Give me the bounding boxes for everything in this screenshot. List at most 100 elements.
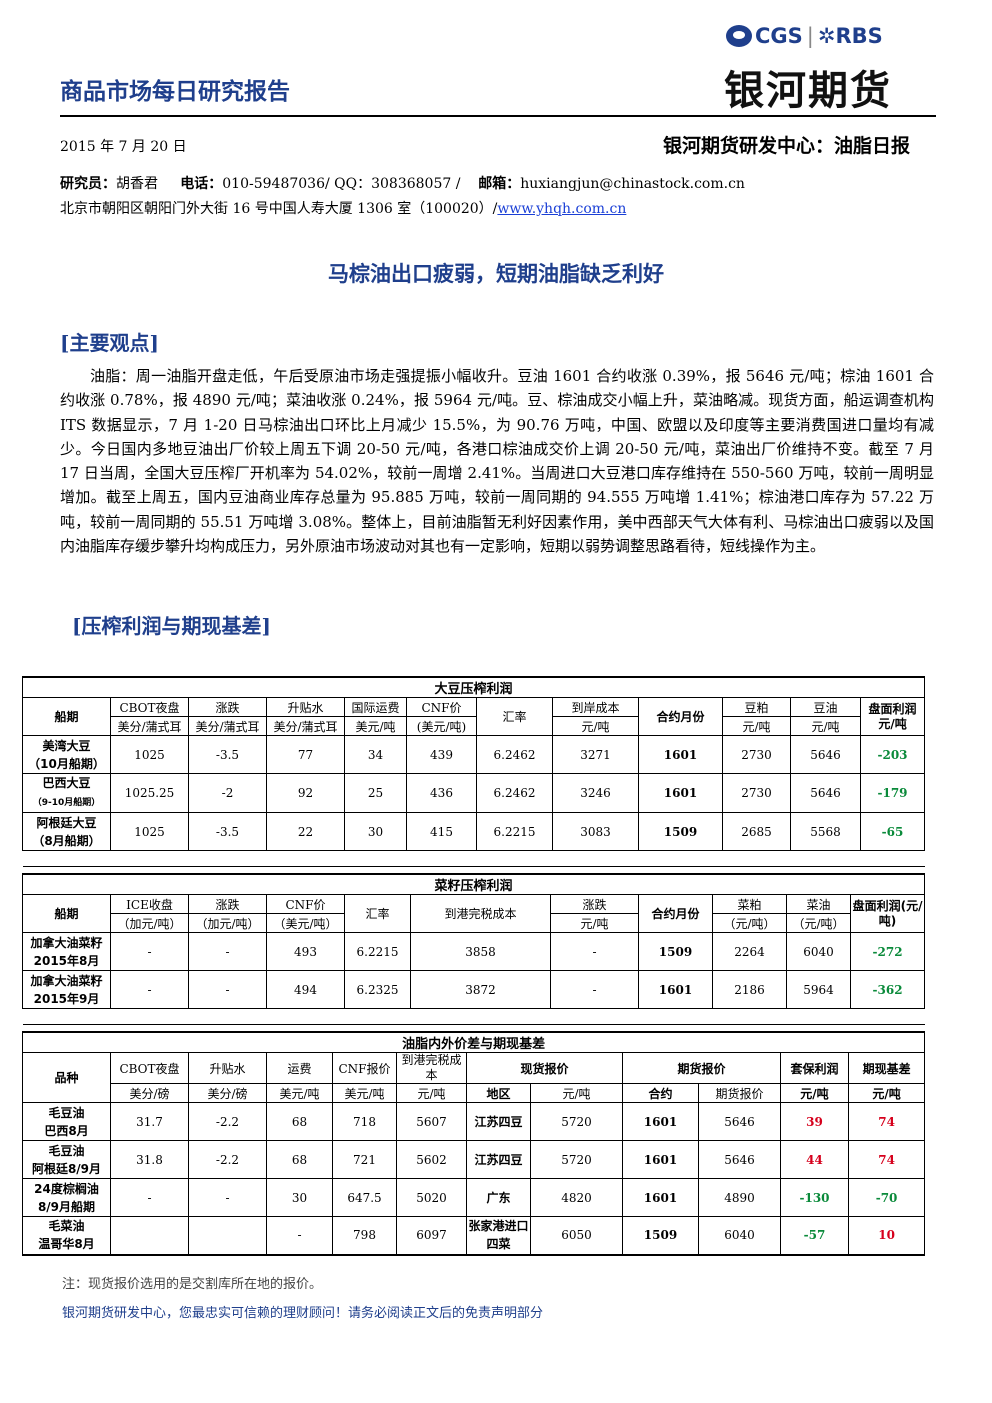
col-header: 涨跌 <box>188 697 267 717</box>
cell: 4820 <box>530 1178 623 1217</box>
rbs-star-icon: ✲ <box>817 24 836 48</box>
unit-cell: 美元/吨 <box>332 1083 397 1103</box>
unit-cell: 元/吨 <box>780 1083 849 1103</box>
cell: 5568 <box>790 812 861 851</box>
profit-cell: -179 <box>859 773 926 813</box>
cell: 1025 <box>110 735 189 774</box>
email-label: 邮箱： <box>478 176 521 192</box>
table-row: 毛豆油巴西8月 31.7 -2.2 68 718 5607 江苏四豆 5720 … <box>22 1102 926 1141</box>
basis-cell: 74 <box>847 1102 926 1141</box>
hedge-profit-cell: 44 <box>780 1140 849 1179</box>
col-header: 到岸成本 <box>552 697 639 717</box>
table-spacer <box>22 850 925 867</box>
phone-label: 电话： <box>180 176 223 192</box>
profit-cell: -65 <box>859 812 926 851</box>
cell: - <box>188 932 267 971</box>
col-header: 汇率 <box>476 697 553 736</box>
col-header-ship: 船期 <box>22 697 111 736</box>
unit-cell: 元/吨 <box>552 716 639 736</box>
cell: 493 <box>266 932 345 971</box>
col-header: 到港完税成本 <box>410 894 551 933</box>
cell: 30 <box>266 1178 333 1217</box>
header-divider <box>60 115 936 117</box>
region-cell: 广东 <box>466 1178 531 1217</box>
cell: 1509 <box>622 1216 699 1256</box>
unit-cell: 美分/蒲式耳 <box>266 716 345 736</box>
cell: 6097 <box>396 1216 467 1256</box>
unit-cell: 美元/吨 <box>266 1083 333 1103</box>
cell: 6.2215 <box>344 932 411 971</box>
cell: - <box>550 970 639 1009</box>
row-label: 美湾大豆（10月船期） <box>22 735 111 774</box>
cell: 1601 <box>622 1140 699 1179</box>
unit-cell: (美元/吨) <box>406 716 477 736</box>
cell: 2730 <box>722 773 791 813</box>
website-link[interactable]: www.yhqh.com.cn <box>497 201 627 217</box>
cell: -2 <box>188 773 267 813</box>
cell: 31.8 <box>110 1140 189 1179</box>
cell: 6040 <box>786 932 851 971</box>
cell: 5964 <box>786 970 851 1009</box>
cell: 1601 <box>622 1102 699 1141</box>
cell: 721 <box>332 1140 397 1179</box>
cell: 798 <box>332 1216 397 1256</box>
unit-cell: 元/吨 <box>790 716 861 736</box>
cell: 6050 <box>530 1216 623 1256</box>
row-label: 毛菜油温哥华8月 <box>22 1216 111 1256</box>
report-headline: 马棕油出口疲弱，短期油脂缺乏利好 <box>328 261 664 286</box>
cell: - <box>188 1178 267 1217</box>
cell: 2264 <box>712 932 787 971</box>
cell: 1509 <box>638 932 713 971</box>
cell: 5602 <box>396 1140 467 1179</box>
col-header: 菜油 <box>786 894 851 914</box>
table-row: 美湾大豆（10月船期） 1025 -3.5 77 34 439 6.2462 3… <box>22 735 926 774</box>
unit-cell: 美分/蒲式耳 <box>110 716 189 736</box>
cell: - <box>188 970 267 1009</box>
phone-number: 010-59487036/ QQ：308368057 / <box>222 176 461 192</box>
cell: -3.5 <box>188 812 267 851</box>
col-header: 升贴水 <box>188 1052 267 1084</box>
cell: 6.2215 <box>476 812 553 851</box>
researcher-label: 研究员： <box>60 176 116 192</box>
report-department: 银河期货研发中心：油脂日报 <box>662 135 910 157</box>
cell: - <box>110 1178 189 1217</box>
cell: -2.2 <box>188 1102 267 1141</box>
hedge-profit-cell: -57 <box>780 1216 849 1256</box>
cell: 5607 <box>396 1102 467 1141</box>
cell: 34 <box>344 735 407 774</box>
table-title: 大豆压榨利润 <box>21 676 926 698</box>
cell: 2685 <box>722 812 791 851</box>
hedge-profit-cell: -130 <box>780 1178 849 1217</box>
unit-cell: 元/吨 <box>530 1083 623 1103</box>
col-header: 到港完税成本 <box>396 1052 467 1084</box>
cell: 718 <box>332 1102 397 1141</box>
cell: 5020 <box>396 1178 467 1217</box>
unit-cell: （加元/吨） <box>110 913 189 933</box>
cell: 4890 <box>698 1178 781 1217</box>
cell: - <box>266 1216 333 1256</box>
basis-cell: -70 <box>847 1178 926 1217</box>
col-header: 升贴水 <box>266 697 345 717</box>
cell: 5646 <box>698 1140 781 1179</box>
cell: 1601 <box>638 773 723 813</box>
region-cell: 江苏四豆 <box>466 1102 531 1141</box>
logo-rbs-text: RBS <box>835 24 883 48</box>
cell: 30 <box>344 812 407 851</box>
cell: 68 <box>266 1102 333 1141</box>
email-address[interactable]: huxiangjun@chinastock.com.cn <box>520 176 745 192</box>
col-header: 盘面利润元/吨 <box>859 697 926 736</box>
soybean-crush-table: 大豆压榨利润 船期 CBOT夜盘 涨跌 升贴水 国际运费 CNF价 汇率 到岸成… <box>21 676 926 867</box>
cell: 1601 <box>638 970 713 1009</box>
table-row: 巴西大豆（9-10月船期） 1025.25 -2 92 25 436 6.246… <box>22 773 926 813</box>
table-title: 油脂内外价差与期现基差 <box>21 1031 926 1053</box>
cell: 68 <box>266 1140 333 1179</box>
oils-basis-table: 油脂内外价差与期现基差 品种 CBOT夜盘 升贴水 运费 CNF报价 到港完税成… <box>21 1031 926 1256</box>
unit-cell: 期货报价 <box>698 1083 781 1103</box>
cell: 5646 <box>698 1102 781 1141</box>
col-header: 现货报价 <box>466 1052 623 1084</box>
address-line: 北京市朝阳区朝阳门外大街 16 号中国人寿大厦 1306 室（100020）/w… <box>60 198 626 218</box>
unit-cell: 美分/蒲式耳 <box>188 716 267 736</box>
